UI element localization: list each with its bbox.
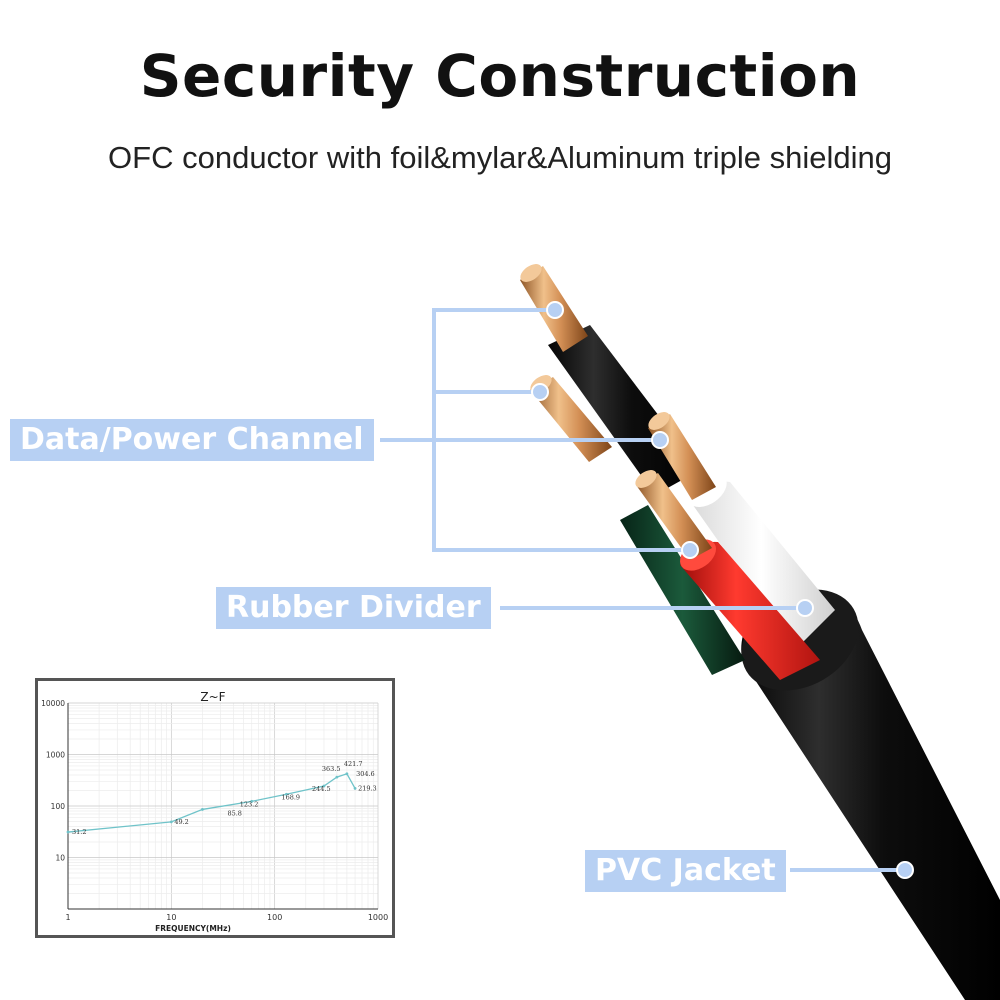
data-label: 123.2 <box>240 800 259 808</box>
data-point <box>169 820 173 824</box>
data-point <box>335 775 339 779</box>
data-label: 49.2 <box>174 818 188 826</box>
leader-lines <box>380 308 905 872</box>
data-point <box>250 799 254 803</box>
y-tick-label: 10 <box>55 854 65 863</box>
y-tick-label: 10000 <box>41 699 65 708</box>
callout-pvc-jacket: PVC Jacket <box>585 850 786 892</box>
y-tick-label: 1000 <box>46 751 65 760</box>
data-point <box>322 784 326 788</box>
data-label: 363.5 <box>322 765 341 773</box>
page-subtitle: OFC conductor with foil&mylar&Aluminum t… <box>108 140 892 175</box>
impedance-chart-panel: 1 10 100 1000 10000 1000 100 10 Z~F FREQUENCY(MHz… <box>35 678 395 938</box>
x-tick-label: 1000 <box>368 913 388 922</box>
impedance-series-line <box>67 773 356 833</box>
x-tick-label: 100 <box>267 913 282 922</box>
callout-rubber-divider: Rubber Divider <box>216 587 491 629</box>
data-point <box>285 792 288 796</box>
data-label: 244.5 <box>312 785 331 793</box>
x-tick-label: 10 <box>166 913 176 922</box>
data-point <box>345 772 349 776</box>
callout-data-power-channel: Data/Power Channel <box>10 419 374 461</box>
x-axis-label: FREQUENCY(MHz) <box>155 924 231 933</box>
data-label: 219.3 <box>358 784 377 792</box>
data-point <box>353 787 357 790</box>
y-tick-label: 100 <box>51 802 66 811</box>
leader-dots <box>531 301 914 879</box>
data-label: 31.2 <box>72 828 86 836</box>
page-title: Security Construction <box>139 42 861 110</box>
data-label: 421.7 <box>344 760 363 768</box>
green-wire <box>620 505 745 675</box>
data-label: 304.6 <box>356 770 375 778</box>
data-label: 168.9 <box>281 793 300 801</box>
impedance-frequency-chart: 1 10 100 1000 10000 1000 100 10 Z~F FREQUENCY(MHz… <box>41 690 388 933</box>
data-point <box>201 808 204 811</box>
black-wire <box>548 325 700 495</box>
chart-title: Z~F <box>200 690 225 704</box>
data-label: 85.8 <box>227 809 241 817</box>
x-tick-label: 1 <box>65 913 70 922</box>
data-point <box>66 830 70 834</box>
